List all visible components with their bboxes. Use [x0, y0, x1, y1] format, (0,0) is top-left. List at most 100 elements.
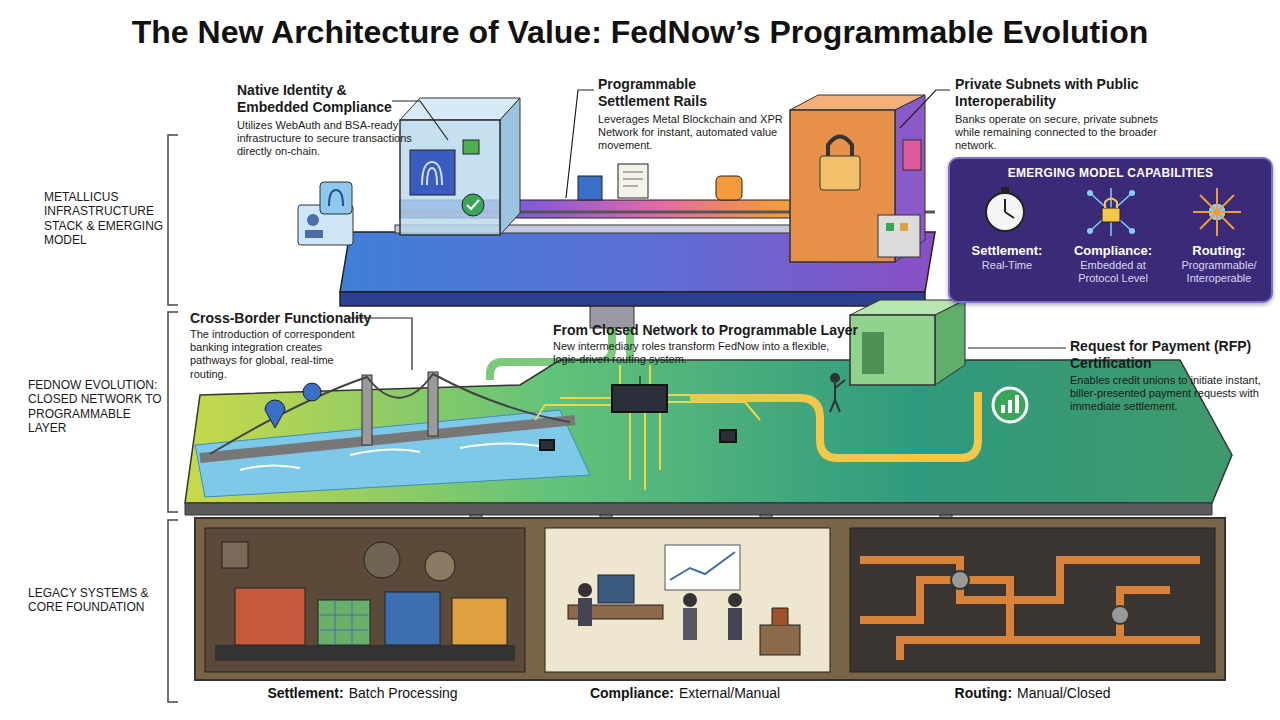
layer-label: LEGACY SYSTEMS & CORE FOUNDATION — [28, 586, 166, 615]
capability-text: Settlement:Real-Time — [958, 243, 1056, 272]
compliance-office — [670, 552, 735, 580]
glass-cube — [422, 162, 442, 185]
legacy-room: Routing:Manual/Closed — [840, 520, 1225, 705]
circuit-chip — [720, 430, 736, 442]
layer-label: FEDNOW EVOLUTION: CLOSED NETWORK TO PROG… — [28, 378, 166, 436]
routing-pipes — [951, 571, 969, 589]
subnet-lock-box — [820, 156, 860, 190]
bridge — [200, 420, 575, 458]
capability-heading: Compliance: — [1064, 243, 1162, 259]
glass-cube — [400, 98, 520, 235]
leader-line — [566, 90, 594, 198]
compliance-office — [578, 598, 592, 626]
leader-line — [900, 90, 950, 128]
subnet-lock-box — [790, 95, 925, 262]
rfp-box — [830, 300, 965, 412]
glass-cube — [463, 140, 479, 154]
batch-room — [425, 551, 455, 581]
rfp-box — [830, 380, 845, 412]
compliance-office — [772, 608, 788, 625]
bridge — [428, 372, 438, 436]
circuit-chip — [535, 365, 760, 490]
compliance-office — [683, 593, 697, 607]
callout-heading: Private Subnets with Public Interoperabi… — [955, 76, 1155, 110]
bridge — [362, 375, 372, 445]
layer-bracket — [168, 135, 178, 702]
room-caption: Settlement: Batch Processing — [195, 685, 530, 702]
compliance-office — [545, 528, 830, 672]
capability-item: Routing:Programmable/ Interoperable — [1170, 187, 1268, 299]
compliance-office — [683, 608, 697, 640]
legacy-room: Settlement: Batch Processing — [195, 520, 530, 705]
settlement-rail — [623, 172, 643, 173]
layer-bracket — [168, 312, 178, 512]
glass-cube — [410, 150, 455, 195]
middle-platform — [185, 503, 1212, 515]
batch-room — [318, 600, 370, 645]
identity-icon — [298, 182, 353, 245]
settlement-rail — [623, 179, 643, 180]
callout-body: Leverages Metal Blockchain and XPR Netwo… — [598, 113, 813, 153]
foundation-frame — [195, 518, 1225, 680]
layer-bracket — [168, 520, 178, 702]
routing-pipes — [900, 590, 1170, 660]
compliance-office — [578, 583, 592, 597]
callout-heading: Programmable Settlement Rails — [598, 76, 738, 110]
legacy-room: Compliance: External/Manual — [535, 520, 835, 705]
settlement-rail — [578, 176, 602, 200]
settlement-rail — [618, 164, 648, 198]
capability-item: Compliance:Embedded at Protocol Level — [1064, 187, 1162, 299]
layer-bracket — [168, 135, 178, 305]
callout-body: The introduction of correspondent bankin… — [190, 328, 360, 381]
routing-pipes — [1111, 606, 1129, 624]
identity-icon — [320, 182, 352, 214]
capabilities-panel: EMERGING MODEL CAPABILITIES Settlement:Re… — [948, 157, 1273, 303]
subnet-lock-box — [903, 140, 921, 170]
room-caption: Routing:Manual/Closed — [840, 685, 1225, 702]
compliance-office — [545, 528, 830, 672]
rfp-box — [935, 300, 965, 385]
batch-room — [364, 542, 400, 578]
capability-text: Routing:Programmable/ Interoperable — [1170, 243, 1268, 285]
rfp-box — [850, 315, 935, 385]
capability-value: Real-Time — [958, 259, 1056, 272]
foundation-frame — [195, 518, 1225, 680]
capability-item: Settlement:Real-Time — [958, 187, 1056, 299]
identity-icon — [307, 214, 319, 226]
callout-heading: Cross-Border Functionality — [190, 310, 420, 327]
circuit-chip — [612, 385, 667, 412]
subnet-lock-box — [900, 223, 908, 231]
subnet-lock-box — [886, 223, 894, 231]
growth-icon — [993, 388, 1027, 422]
batch-room — [222, 542, 248, 568]
identity-icon — [305, 230, 323, 238]
callout-body: New intermediary roles transform FedNow … — [553, 340, 843, 366]
layer-label: METALLICUS INFRASTRUCTURE STACK & EMERGI… — [44, 190, 169, 248]
subnet-lock-box — [828, 137, 852, 159]
room-caption: Compliance: External/Manual — [535, 685, 835, 702]
panel-title: EMERGING MODEL CAPABILITIES — [950, 166, 1271, 180]
river — [195, 410, 590, 497]
room-caption-value: External/Manual — [679, 685, 780, 701]
batch-room — [452, 598, 507, 645]
rfp-box — [862, 332, 884, 374]
top-platform — [340, 292, 925, 306]
settlement-rail — [716, 176, 742, 200]
room-caption-heading: Settlement: — [267, 685, 343, 701]
room-caption-value: Batch Processing — [349, 685, 458, 701]
compliance-office — [760, 625, 800, 655]
growth-icon — [1015, 395, 1019, 413]
glass-cube — [467, 200, 479, 209]
callout-heading: Native Identity & Embedded Compliance — [237, 82, 397, 116]
growth-icon — [1001, 405, 1005, 413]
subnet-lock-box — [878, 215, 920, 257]
bridge — [303, 383, 321, 401]
settlement-rail — [623, 186, 638, 187]
room-caption-heading: Compliance: — [590, 685, 674, 701]
rfp-box — [830, 373, 840, 383]
bridge — [210, 374, 570, 454]
room-caption-value: Manual/Closed — [1017, 685, 1110, 701]
bridge — [265, 400, 285, 428]
capability-value: Embedded at Protocol Level — [1064, 259, 1162, 285]
